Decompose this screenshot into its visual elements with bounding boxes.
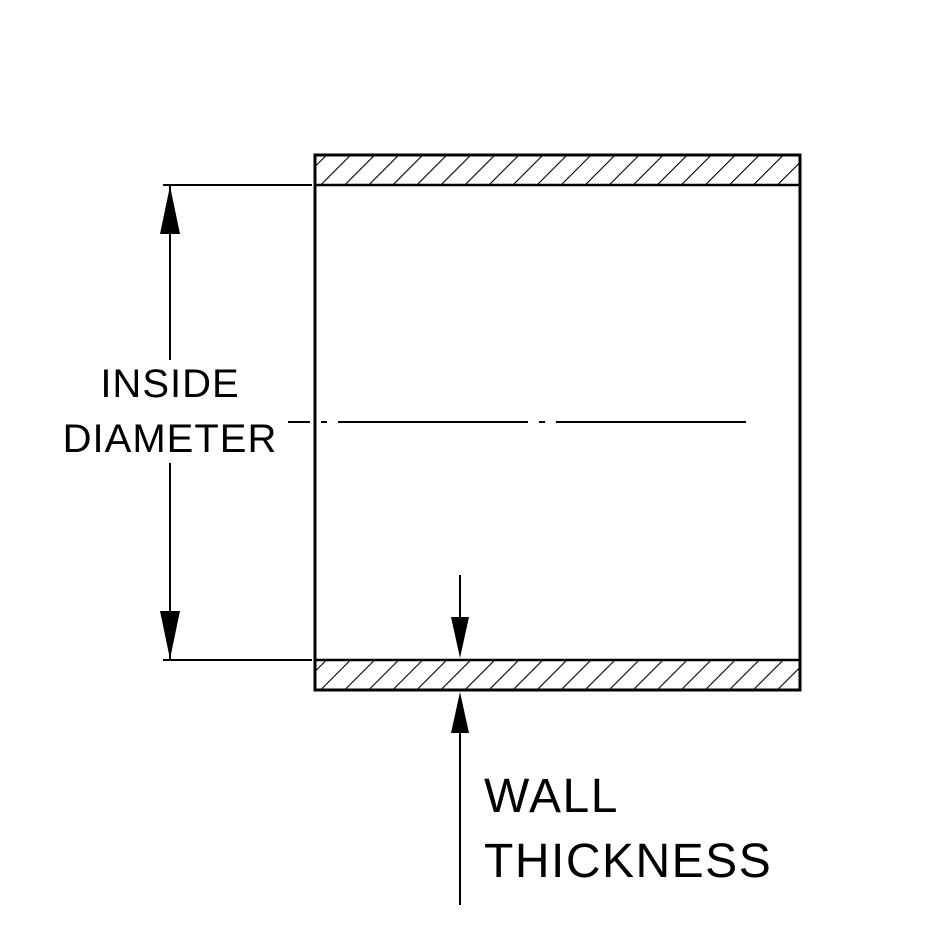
inside-diameter-dimension: INSIDE DIAMETER [63,184,312,661]
top-wall-hatch [313,153,802,187]
wall-thickness-label-line-1: WALL [484,770,619,823]
wall-thickness-dimension: WALL THICKNESS [451,575,772,905]
wall-thickness-arrow-up-icon [451,692,469,733]
inside-diameter-arrow-up-icon [160,186,180,234]
inside-diameter-label-line-2: DIAMETER [63,417,278,461]
wall-thickness-arrow-down-icon [451,617,469,658]
wall-thickness-label-line-2: THICKNESS [484,835,772,888]
inside-diameter-label-line-1: INSIDE [100,362,239,406]
inside-diameter-arrow-down-icon [160,611,180,659]
bottom-wall-hatch [313,658,802,692]
